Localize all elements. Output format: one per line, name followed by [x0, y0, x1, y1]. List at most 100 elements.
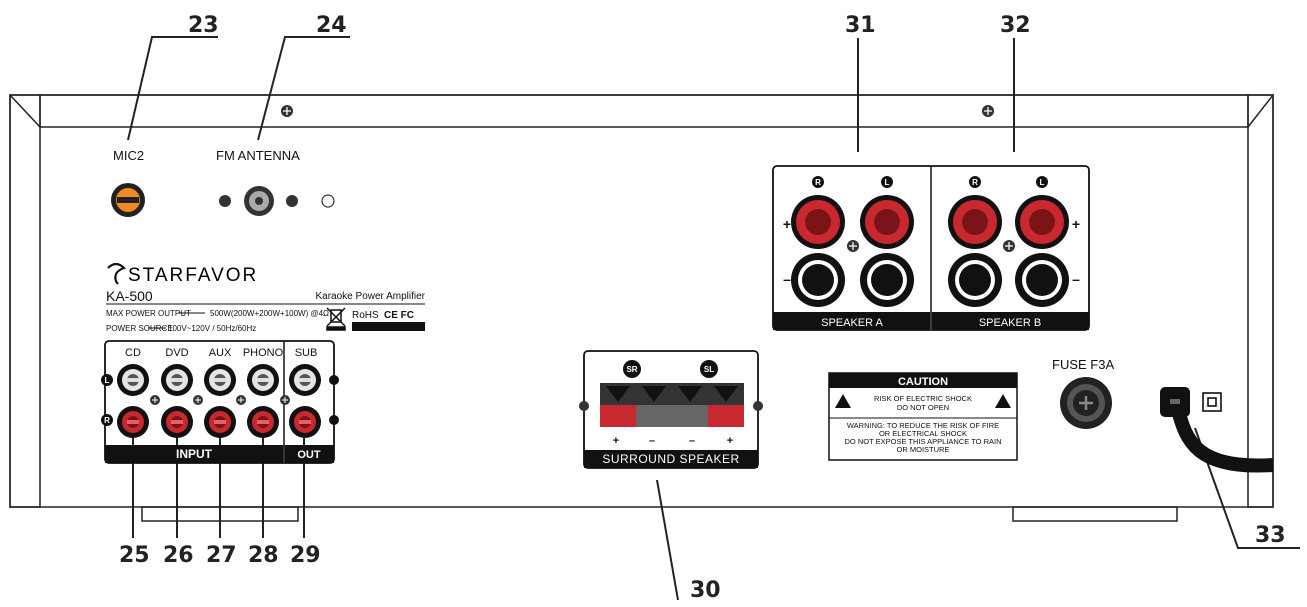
sl-badge — [700, 360, 718, 378]
chassis — [9, 94, 1274, 522]
rca-jack-aux-left — [204, 364, 236, 396]
fm-antenna-connector — [219, 186, 335, 216]
max-power-label: MAX POWER OUTPUT — [106, 309, 191, 318]
speaker-panel-screw — [847, 240, 859, 252]
speaker-channel-badge-l — [1036, 176, 1048, 188]
max-power-value: 500W(200W+200W+100W) @4Ω — [210, 309, 329, 318]
speaker-a-label: SPEAKER A — [821, 317, 883, 329]
left-side — [9, 94, 41, 508]
callout-27: 27 — [206, 543, 237, 568]
speaker-panel-screw — [1003, 240, 1015, 252]
binding-post-red — [1015, 195, 1069, 249]
speaker-channel-text: L — [885, 178, 890, 187]
out-bar-label: OUT — [297, 449, 321, 461]
fm-antenna-label: FM ANTENNA — [216, 148, 300, 163]
caution-label — [828, 372, 1018, 461]
right-side — [1247, 94, 1274, 508]
sr-text: SR — [626, 365, 637, 374]
power-cord — [1160, 387, 1274, 473]
rca-jack-phono-right — [247, 406, 279, 438]
rohs-mark: RoHS — [352, 310, 379, 321]
binding-post-red — [860, 195, 914, 249]
side-l-text: L — [105, 376, 110, 385]
speaker-channel-text: R — [815, 178, 821, 187]
speaker-channel-badge-r — [812, 176, 824, 188]
callout-25: 25 — [119, 543, 150, 568]
speaker-b-label: SPEAKER B — [979, 317, 1041, 329]
callout-30: 30 — [690, 578, 721, 603]
speaker-channel-text: R — [972, 178, 978, 187]
warning-line-2: OR ELECTRICAL SHOCK — [879, 429, 967, 438]
surround-panel — [579, 350, 763, 469]
callout-23: 23 — [188, 13, 219, 38]
speaker-channel-badge-l — [881, 176, 893, 188]
callout-24: 24 — [316, 13, 347, 38]
binding-post-black — [860, 253, 914, 307]
rca-jack-sub-right — [289, 406, 321, 438]
ce-fc-mark: CE FC — [384, 310, 414, 321]
power-source-value: 100V~120V / 50Hz/60Hz — [168, 324, 256, 333]
panel-screw — [193, 395, 203, 405]
binding-post-black — [1015, 253, 1069, 307]
binding-post-black — [948, 253, 1002, 307]
rca-jack-cd-right — [117, 406, 149, 438]
power-source-label: POWER SOURCE — [106, 324, 173, 333]
label-bar — [352, 322, 425, 331]
surround-label: SURROUND SPEAKER — [602, 452, 739, 466]
callout-26: 26 — [163, 543, 194, 568]
warning-line-3: DO NOT EXPOSE THIS APPLIANCE TO RAIN — [845, 437, 1002, 446]
weee-bin-icon — [326, 307, 346, 331]
brand-logo — [107, 262, 127, 285]
input-bar-label: INPUT — [176, 447, 213, 461]
top-screw-right — [982, 105, 994, 117]
brand-name: STARFAVOR — [128, 265, 258, 286]
polarity-1: + — [613, 435, 619, 447]
product-type: Karaoke Power Amplifier — [316, 291, 426, 302]
model-number: KA-500 — [106, 288, 153, 304]
rca-jack-dvd-left — [161, 364, 193, 396]
caution-line-2: DO NOT OPEN — [897, 403, 949, 412]
binding-post-red — [791, 195, 845, 249]
speaker-a-minus: – — [783, 271, 791, 287]
speaker-b-plus: + — [1072, 216, 1080, 232]
polarity-4: + — [727, 435, 733, 447]
speaker-channel-badge-r — [969, 176, 981, 188]
panel-screw — [150, 395, 160, 405]
sr-badge — [623, 360, 641, 378]
rca-jack-cd-left — [117, 364, 149, 396]
binding-post-red — [948, 195, 1002, 249]
input-label-cd: CD — [125, 347, 141, 359]
callout-32: 32 — [1000, 13, 1031, 38]
panel-screw — [236, 395, 246, 405]
fuse-label: FUSE F3A — [1052, 357, 1114, 372]
double-insulation-icon — [1202, 392, 1222, 412]
binding-post-black — [791, 253, 845, 307]
rca-jack-phono-left — [247, 364, 279, 396]
speaker-a-plus: + — [783, 216, 791, 232]
sub-screw-bottom — [329, 415, 339, 425]
warning-line-4: OR MOISTURE — [897, 445, 950, 454]
callout-31: 31 — [845, 13, 876, 38]
input-label-aux: AUX — [209, 347, 232, 359]
side-r-badge — [101, 414, 113, 426]
rca-jack-aux-right — [204, 406, 236, 438]
input-panel — [104, 340, 335, 464]
polarity-2: – — [649, 435, 655, 447]
rca-jack-dvd-right — [161, 406, 193, 438]
side-r-text: R — [104, 416, 110, 425]
side-l-badge — [101, 374, 113, 386]
caution-line-1: RISK OF ELECTRIC SHOCK — [874, 394, 972, 403]
input-label-dvd: DVD — [165, 347, 188, 359]
input-label-phono: PHONO — [243, 347, 284, 359]
mic2-jack — [111, 183, 145, 217]
warning-line-1: WARNING: TO REDUCE THE RISK OF FIRE — [847, 421, 999, 430]
speaker-channel-text: L — [1040, 178, 1045, 187]
speaker-panel — [772, 165, 1090, 331]
rca-jack-sub-left — [289, 364, 321, 396]
leader-lines — [127, 36, 1300, 601]
sl-text: SL — [704, 365, 714, 374]
right-foot — [1012, 506, 1178, 522]
callout-29: 29 — [290, 543, 321, 568]
rca-jacks — [117, 364, 321, 438]
